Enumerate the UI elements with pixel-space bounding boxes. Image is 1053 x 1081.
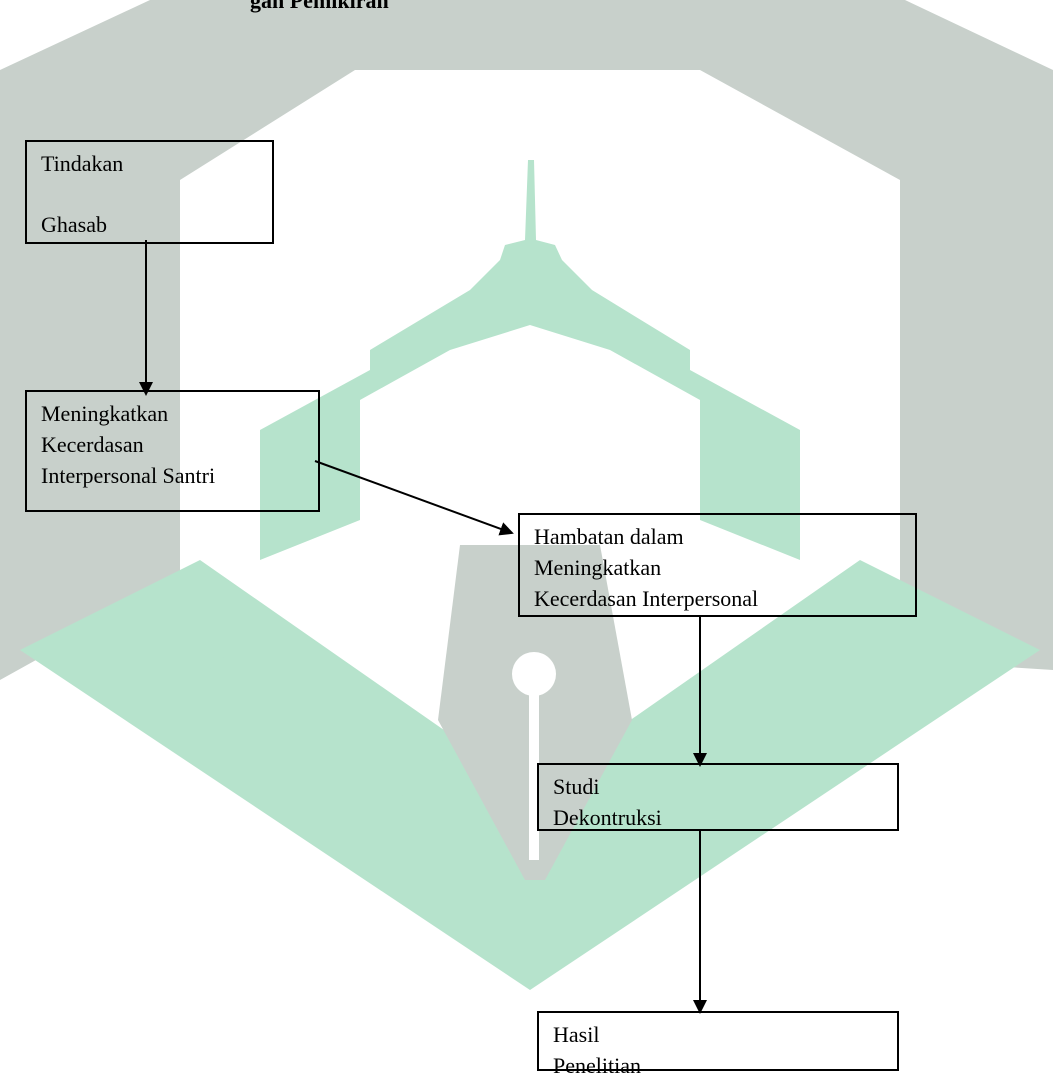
node-studi-dekontruksi: Studi Dekontruksi — [537, 763, 899, 831]
node-studi-line1: Studi — [553, 774, 600, 799]
node-hasil-line1: Hasil — [553, 1022, 600, 1047]
node-hasil-line2: Penelitian — [553, 1053, 641, 1078]
node-meningkatkan-line3: Interpersonal Santri — [41, 463, 216, 488]
node-studi-line2: Dekontruksi — [553, 805, 662, 830]
node-tindakan-line2: Ghasab — [41, 212, 107, 237]
node-tindakan-line1: Tindakan — [41, 151, 124, 176]
node-hambatan-line3: Kecerdasan Interpersonal — [534, 586, 759, 611]
watermark-mosque — [260, 160, 800, 560]
watermark-logo — [0, 0, 1053, 990]
node-hambatan-line2: Meningkatkan — [534, 555, 662, 580]
node-meningkatkan-line1: Meningkatkan — [41, 401, 169, 426]
node-hambatan-line1: Hambatan dalam — [534, 524, 684, 549]
diagram-title-fragment: gan Pemikiran — [250, 0, 389, 13]
node-tindakan-ghasab: Tindakan Ghasab — [25, 140, 274, 244]
node-hasil-penelitian: Hasil Penelitian — [537, 1011, 899, 1078]
node-meningkatkan-line2: Kecerdasan — [41, 432, 144, 457]
watermark-pen-slit — [529, 690, 539, 860]
node-meningkatkan-kecerdasan: Meningkatkan Kecerdasan Interpersonal Sa… — [25, 390, 320, 512]
node-hambatan: Hambatan dalam Meningkatkan Kecerdasan I… — [518, 513, 917, 617]
watermark-pen-hole — [512, 652, 556, 696]
